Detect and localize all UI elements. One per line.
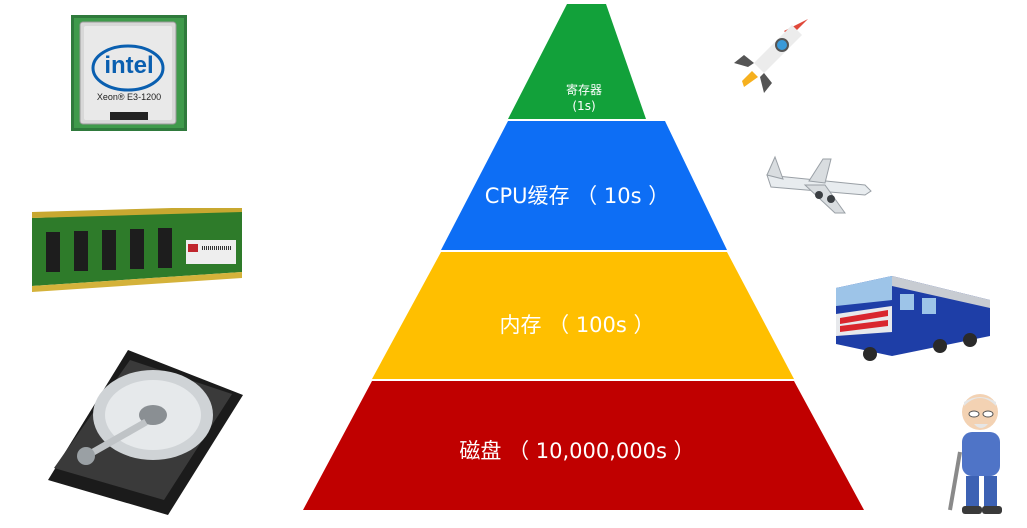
register-time-label: (1s) (572, 99, 596, 113)
pyramid-level-memory (372, 252, 794, 379)
disk-label: 磁盘 （ 10,000,000s ） (459, 439, 695, 463)
pyramid-level-cpu-cache (441, 121, 727, 250)
memory-label: 内存 （ 100s ） (499, 313, 655, 337)
register-label: 寄存器 (565, 83, 603, 97)
hard-disk-icon (18, 340, 248, 519)
cpu-cache-label: CPU缓存 （ 10s ） (484, 184, 670, 208)
pyramid-level-disk (303, 381, 864, 510)
pyramid-level-register (508, 4, 646, 119)
airplane-icon (765, 155, 873, 219)
ram-stick-icon (28, 206, 246, 298)
train-icon (830, 270, 994, 369)
intel-logo: intel (104, 52, 154, 79)
cpu-model-text: Xeon® E3-1200 (96, 92, 162, 102)
old-man-walking-icon (944, 392, 1022, 520)
rocket-icon (730, 15, 812, 99)
cpu-chip-icon: intel Xeon® E3-1200 (70, 14, 188, 136)
